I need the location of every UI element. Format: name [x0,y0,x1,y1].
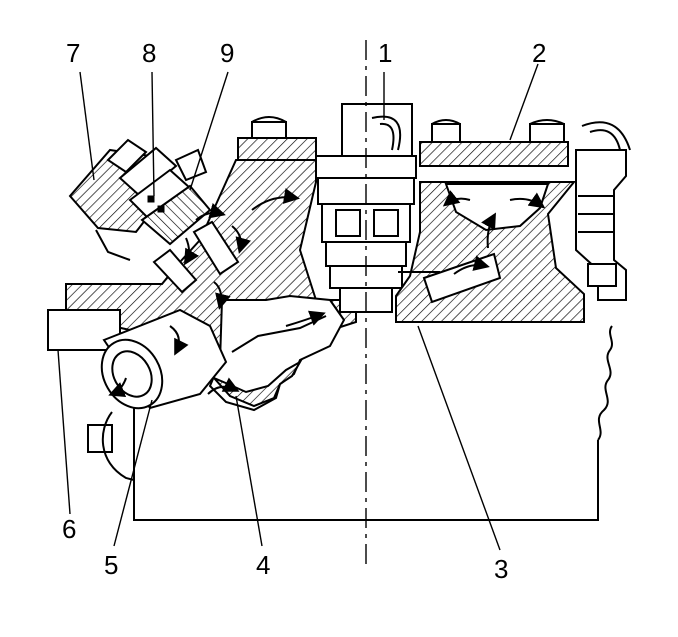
callout-2: 2 [532,38,546,68]
leader-3 [417,325,501,551]
side-connector [575,121,631,301]
callout-3: 3 [494,554,508,584]
leader-2 [509,63,539,141]
callout-5: 5 [104,550,118,580]
port-passage [208,294,346,412]
valve-assembly [68,138,240,294]
flow-arrows [108,188,546,397]
leader-7 [79,71,95,181]
leader-5 [113,399,153,547]
callout-4: 4 [256,550,270,580]
leader-lines [57,63,539,551]
callout-labels: 1 2 3 4 5 6 7 8 9 [62,38,546,584]
callout-6: 6 [62,514,76,544]
injector-body [315,103,417,313]
upper-plate [419,119,569,167]
right-block [395,181,585,323]
callout-1: 1 [378,38,392,68]
outlet-tube [47,308,228,410]
callout-7: 7 [66,38,80,68]
leader-6 [57,349,71,515]
leader-4 [235,395,263,547]
callout-8: 8 [142,38,156,68]
leader-8 [151,71,155,197]
leader-9 [189,71,229,191]
callout-9: 9 [220,38,234,68]
